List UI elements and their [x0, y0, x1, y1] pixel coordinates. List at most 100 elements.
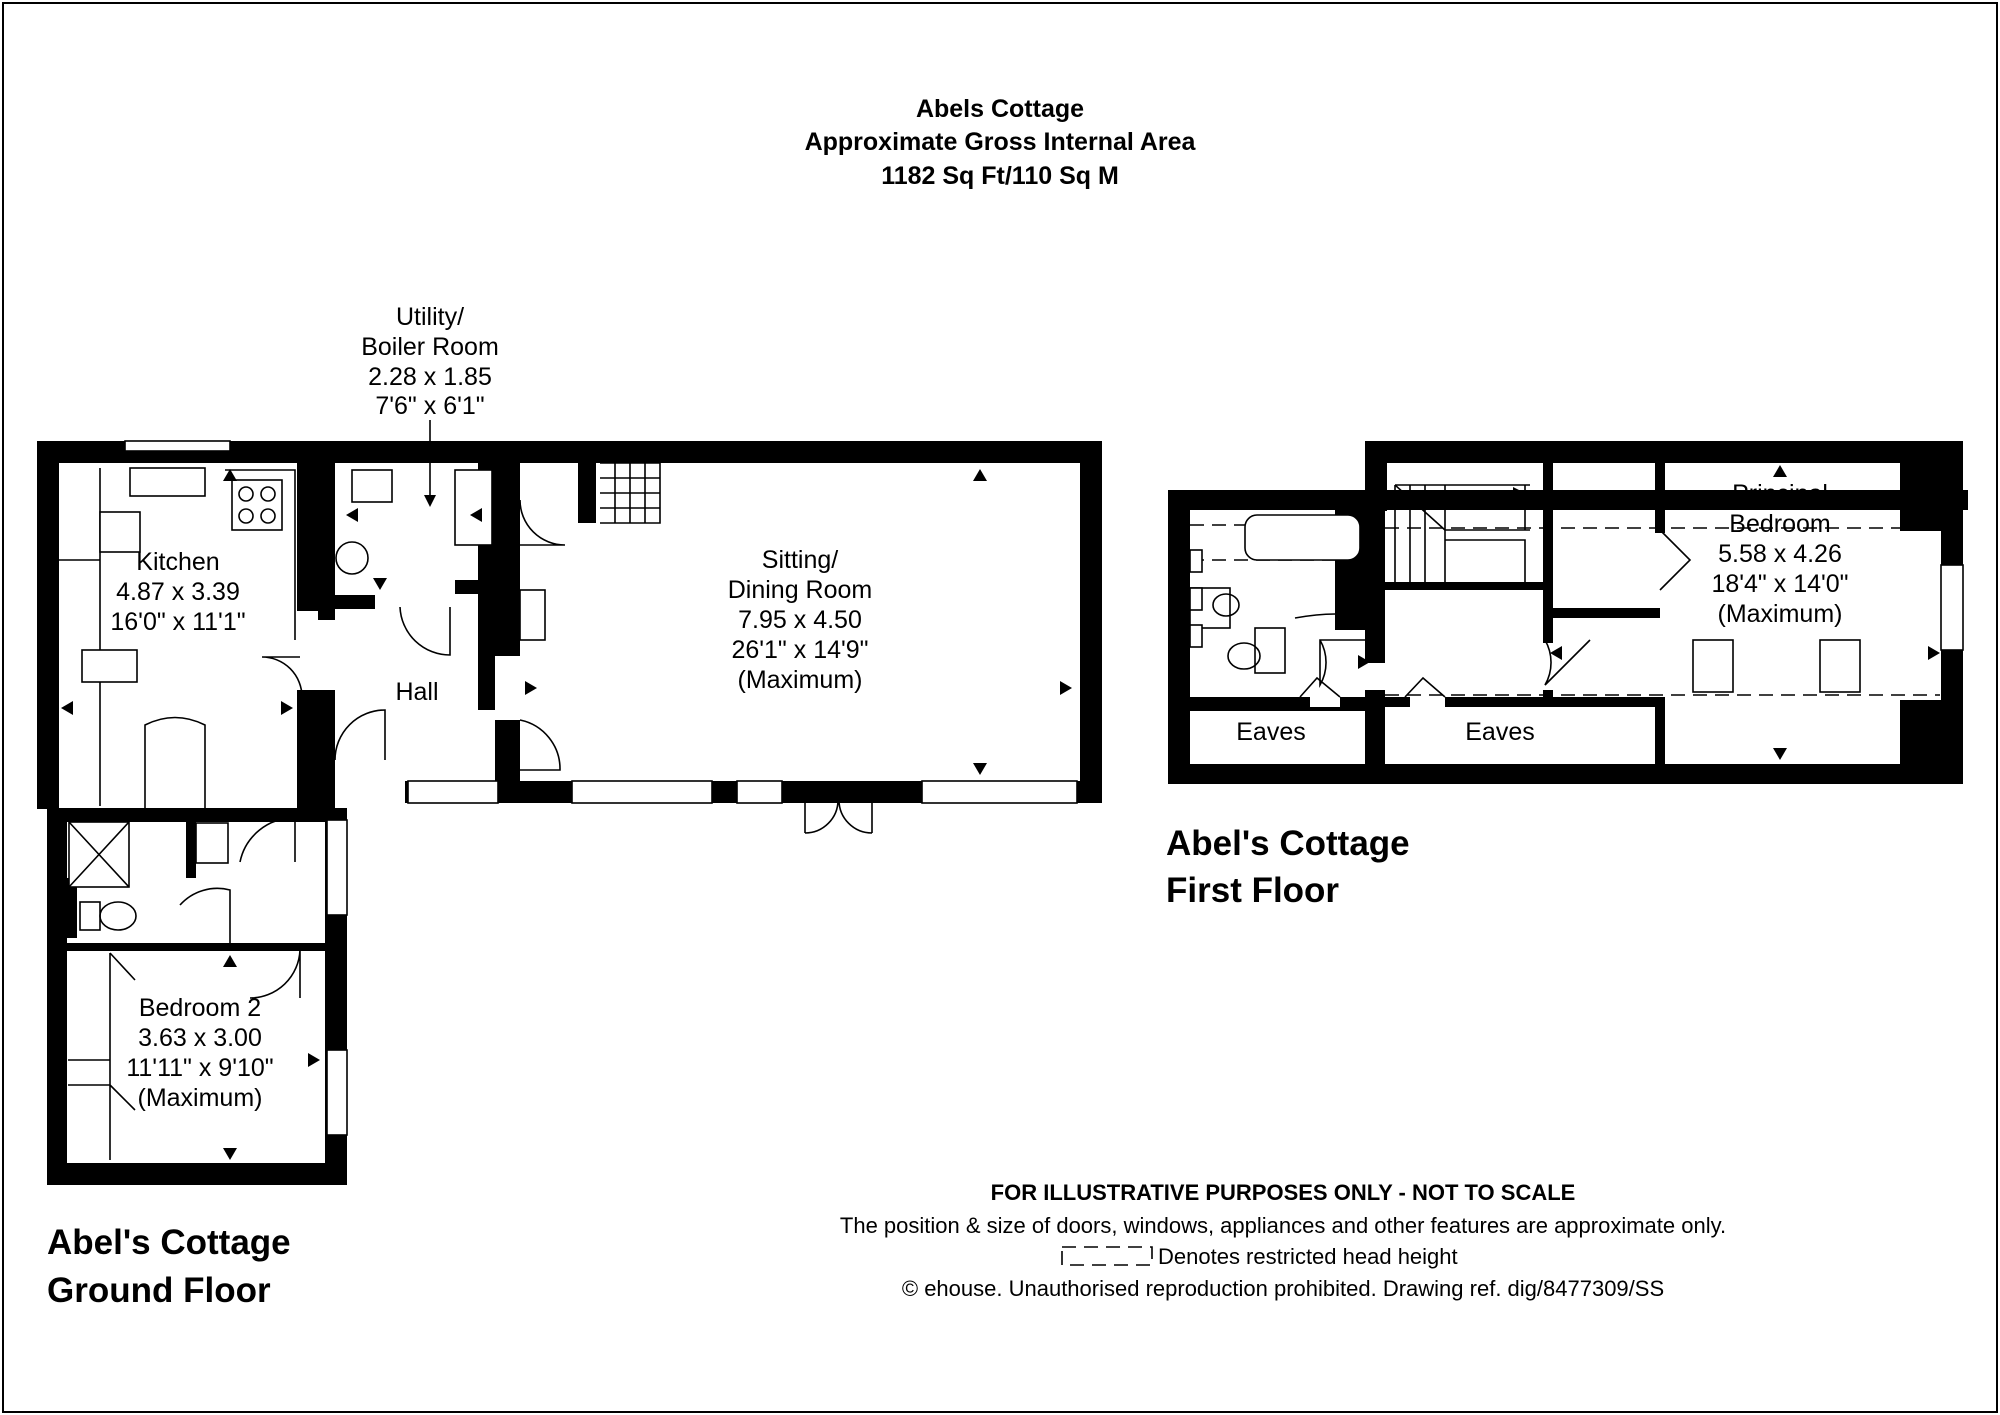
door-swing [179, 887, 231, 945]
utility-sink [351, 469, 393, 503]
wall [478, 580, 495, 710]
hob-ring [238, 486, 254, 502]
fireplace [519, 589, 546, 641]
utility-label-line1: Utility/ [396, 303, 464, 331]
window [571, 780, 713, 804]
plan-header: Abels Cottage Approximate Gross Internal… [805, 95, 1197, 190]
wall [578, 463, 596, 523]
sitting-label-line2: Dining Room [728, 576, 873, 604]
measure-arrow [223, 955, 237, 967]
washing-machine [454, 469, 493, 546]
roof-window [1692, 639, 1734, 693]
sitting-metric: 7.95 x 4.50 [738, 606, 862, 634]
door-swing [399, 606, 451, 656]
wall [1340, 697, 1370, 707]
toilet [1254, 627, 1286, 674]
toilet [99, 901, 137, 931]
wardrobe [68, 952, 136, 1160]
bedroom2-note: (Maximum) [138, 1084, 263, 1112]
window [736, 780, 783, 804]
roof-window [1819, 639, 1861, 693]
door-swing [1404, 676, 1446, 698]
hob-ring [238, 508, 254, 524]
measure-arrow [1385, 650, 1395, 660]
wall [186, 808, 196, 878]
leader-arrow [424, 495, 436, 507]
sitting-label-line1: Sitting/ [762, 546, 838, 574]
kitchen-label: Kitchen [136, 548, 219, 576]
wall [1445, 697, 1655, 707]
wall [1190, 707, 1365, 711]
hob [231, 479, 283, 531]
measure-arrow [1928, 646, 1940, 660]
basin [195, 822, 229, 864]
wall [47, 1163, 347, 1185]
window [407, 780, 499, 804]
kitchen-table [99, 511, 141, 553]
wall [1900, 700, 1963, 784]
utility-imperial: 7'6" x 6'1" [375, 392, 484, 420]
wall [67, 878, 77, 938]
wall [1385, 697, 1410, 707]
shelf [1189, 624, 1203, 648]
wall [1365, 690, 1385, 784]
measure-arrow [470, 508, 482, 522]
window [1940, 564, 1964, 651]
basin [1212, 593, 1240, 617]
first-floor-caption-line2: First Floor [1166, 871, 1339, 910]
stair-arrow [1513, 487, 1525, 499]
wall [37, 441, 59, 809]
wall [1168, 490, 1190, 784]
measure-arrow [1773, 465, 1787, 477]
ground-floor-caption-line2: Ground Floor [47, 1271, 271, 1310]
wall [1365, 463, 1385, 663]
bedroom2-imperial: 11'11" x 9'10" [126, 1054, 273, 1082]
area-value: 1182 Sq Ft/110 Sq M [881, 162, 1119, 190]
hob-ring [260, 486, 276, 502]
door-swing [1299, 676, 1341, 698]
principal-metric: 5.58 x 4.26 [1718, 540, 1842, 568]
shower-tray [68, 821, 130, 888]
french-door [804, 799, 873, 834]
bath [1244, 514, 1361, 561]
plan-footer: FOR ILLUSTRATIVE PURPOSES ONLY - NOT TO … [840, 1180, 1726, 1301]
measure-arrow [281, 701, 293, 715]
principal-note: (Maximum) [1718, 600, 1843, 628]
measure-arrow [525, 681, 537, 695]
ground-floor-plan: Utility/ Boiler Room 2.28 x 1.85 7'6" x … [37, 303, 1102, 1310]
door-swing [1319, 639, 1365, 688]
wall [1190, 697, 1310, 707]
door-swing [334, 709, 386, 761]
toilet [1227, 642, 1261, 670]
wall [1080, 441, 1102, 803]
wall [495, 720, 520, 803]
utility-label-line2: Boiler Room [361, 333, 499, 361]
plan-title: Abels Cottage [916, 95, 1084, 123]
wall [1545, 608, 1660, 618]
wall [495, 441, 520, 656]
restricted-height-legend-icon [1061, 1246, 1153, 1266]
legend-text: Denotes restricted head height [1158, 1244, 1458, 1269]
bedroom2-metric: 3.63 x 3.00 [138, 1024, 262, 1052]
wall [297, 690, 335, 810]
measure-arrow [973, 469, 987, 481]
staircase [1394, 484, 1530, 582]
staircase [600, 462, 661, 524]
measure-arrow [1550, 646, 1562, 660]
toilet [79, 901, 101, 931]
first-floor-plan: Principal Bedroom 5.58 x 4.26 18'4" x 14… [1166, 441, 1968, 910]
measure-arrow [223, 1148, 237, 1160]
measure-arrow [346, 508, 358, 522]
window [921, 780, 1078, 804]
wall [1385, 582, 1545, 590]
first-floor-caption-line1: Abel's Cottage [1166, 824, 1410, 863]
kitchen-imperial: 16'0" x 11'1" [110, 608, 245, 636]
measure-arrow [1358, 655, 1370, 669]
wall [335, 595, 375, 609]
wall [47, 808, 67, 1183]
door-swing [261, 656, 303, 698]
bedroom2-label: Bedroom 2 [139, 994, 261, 1022]
wall [1168, 490, 1968, 510]
utility-metric: 2.28 x 1.85 [368, 363, 492, 391]
